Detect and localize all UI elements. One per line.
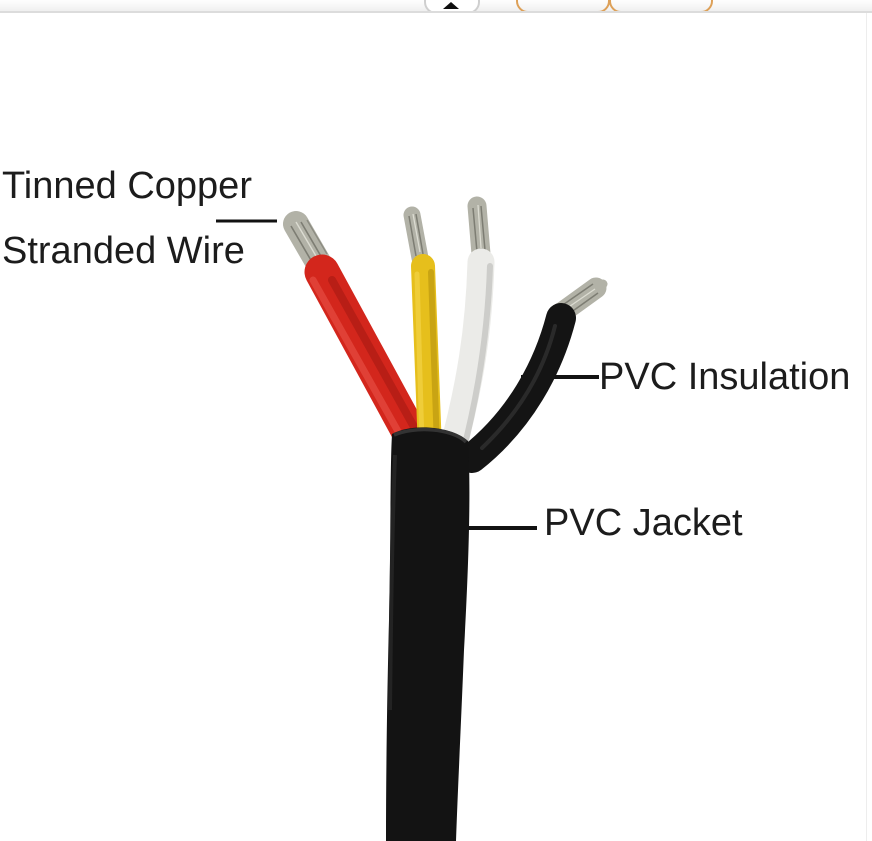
wire-red-shade [328,276,432,456]
wire-red-bare-tip [283,211,331,275]
label-tinned-copper-line2: Stranded Wire [2,230,245,272]
wire-white-shade [460,263,493,455]
label-pvc-jacket: PVC Jacket [544,502,743,544]
wire-yellow-highlight [414,271,425,447]
tip-strand [477,204,482,249]
annotation-outline-2[interactable] [609,0,713,11]
jacket [386,427,470,841]
page-edge-divider [866,11,867,841]
tip-strand [290,225,313,263]
wire-yellow-shade [428,269,440,451]
annotation-outline-1[interactable] [516,0,610,11]
wire-yellow-insulation [411,254,442,462]
tip-strand [306,219,328,255]
tip-strand [415,213,424,255]
wire-red [283,211,438,470]
wire-black [457,277,608,473]
triangle-up-icon [443,2,459,9]
tip-strand [480,205,486,251]
jacket-left-sheen [388,454,397,711]
jacket-body [386,427,470,841]
wire-red-insulation [304,254,438,470]
cropped-toolbar [0,0,872,13]
tip-strand [295,221,317,257]
wire-red-highlight [309,276,408,446]
tip-strand [408,215,417,257]
label-tinned-copper-line1: Tinned Copper [2,165,252,207]
wire-white-insulation [438,248,495,466]
tip-strand [300,221,323,259]
wire-yellow [403,206,442,462]
tip-strand [472,207,478,253]
jacket-rim-highlight [393,427,468,444]
wire-black-sheen [480,324,557,450]
wire-white [438,196,495,466]
wire-yellow-bare-tip [403,206,429,267]
label-pvc-insulation: PVC Insulation [599,356,851,398]
tip-strand [412,213,421,253]
